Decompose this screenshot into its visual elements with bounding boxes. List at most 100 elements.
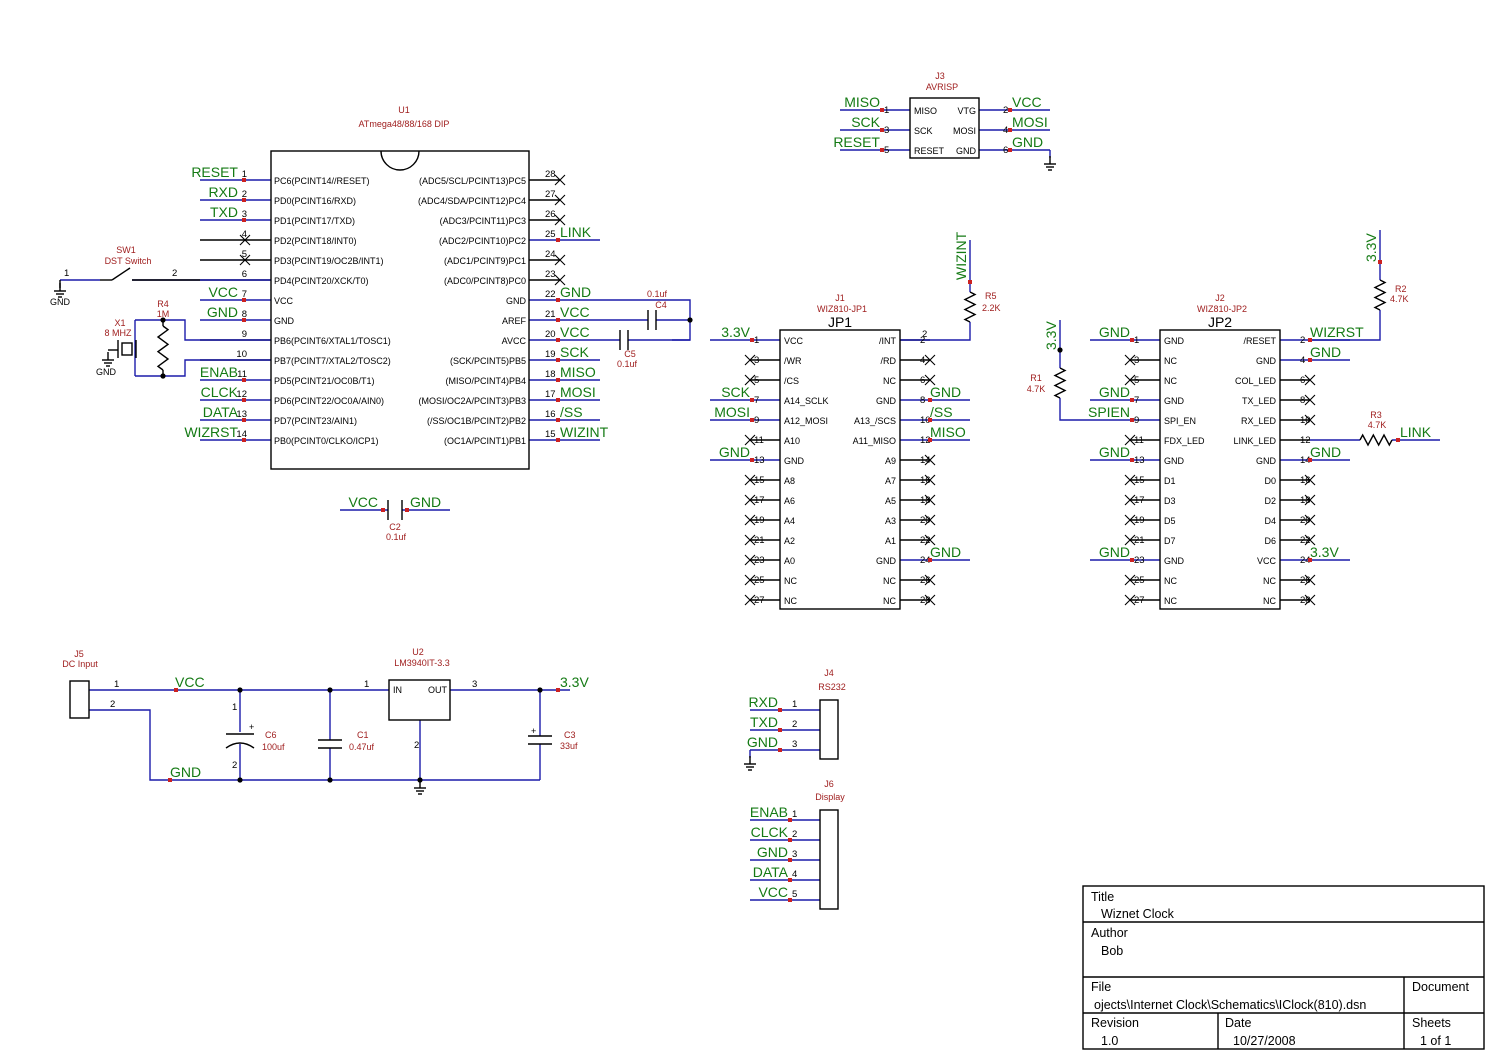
no-connect-mark bbox=[239, 234, 251, 246]
header-pin-name: NC bbox=[784, 596, 797, 606]
r5-icon bbox=[963, 291, 977, 323]
u2-pin2: 2 bbox=[414, 740, 419, 751]
r1-icon bbox=[1053, 367, 1067, 399]
header-pin-num: 23 bbox=[754, 555, 765, 566]
pin-pad bbox=[788, 898, 792, 902]
header-pin-name: GND bbox=[1164, 336, 1185, 346]
header-pin-name: D4 bbox=[1264, 516, 1276, 526]
no-connect-mark bbox=[1304, 494, 1316, 506]
c3-ref: C3 bbox=[564, 730, 576, 740]
u1-pin-num: 8 bbox=[242, 309, 247, 320]
pin-pad bbox=[556, 378, 560, 382]
j3-pin-name: VTG bbox=[957, 106, 976, 116]
u1-pin-name: (ADC2/PCINT10)PC2 bbox=[439, 236, 526, 246]
net-label: GND bbox=[930, 384, 961, 400]
pin-pad bbox=[880, 128, 884, 132]
header-pin-name: A5 bbox=[885, 496, 896, 506]
c4-value: 0.1uf bbox=[647, 289, 668, 299]
header-pin-num: 17 bbox=[1134, 495, 1145, 506]
no-connect-mark bbox=[554, 274, 566, 286]
net-label: VCC bbox=[208, 284, 238, 300]
header-pin-name: RX_LED bbox=[1241, 416, 1277, 426]
u1-pin-num: 14 bbox=[236, 429, 247, 440]
net-label: 3.3V bbox=[721, 324, 750, 340]
no-connect-mark bbox=[924, 534, 936, 546]
pin-pad bbox=[242, 198, 246, 202]
j3-pin-name: MOSI bbox=[953, 126, 976, 136]
j6-pin-num: 5 bbox=[792, 889, 797, 900]
no-connect-mark bbox=[924, 574, 936, 586]
net-label: RESET bbox=[191, 164, 238, 180]
u2-pin1: 1 bbox=[364, 679, 369, 690]
header-pin-name: /INT bbox=[879, 336, 897, 346]
pin-pad bbox=[928, 558, 932, 562]
date-label: Date bbox=[1225, 1016, 1251, 1030]
u1-pin-num: 9 bbox=[242, 329, 247, 340]
u1-pin-name: (ADC3/PCINT11)PC3 bbox=[440, 216, 526, 226]
header-pin-name: A13_/SCS bbox=[854, 416, 896, 426]
header-pin-num: 4 bbox=[920, 355, 925, 366]
pin-pad bbox=[778, 728, 782, 732]
no-connect-mark bbox=[744, 354, 756, 366]
c4-ref: C4 bbox=[655, 300, 667, 310]
j3-pin-name: MISO bbox=[914, 106, 937, 116]
pin-pad bbox=[968, 280, 972, 284]
pin-pad bbox=[556, 418, 560, 422]
pin-pad bbox=[750, 418, 754, 422]
net-label: GND bbox=[560, 284, 591, 300]
pin-pad bbox=[1130, 338, 1134, 342]
header-pin-num: 15 bbox=[754, 475, 765, 486]
c2-ref: C2 bbox=[389, 522, 401, 532]
header-pin-num: 14 bbox=[920, 455, 931, 466]
junction-dot bbox=[237, 777, 243, 783]
header-pin-name: /WR bbox=[784, 356, 802, 366]
pin-pad bbox=[1308, 558, 1312, 562]
pin-pad bbox=[750, 398, 754, 402]
header-pin-name: NC bbox=[1164, 576, 1177, 586]
no-connect-mark bbox=[744, 494, 756, 506]
header-pin-num: 1 bbox=[754, 335, 759, 346]
x1-gnd-label: GND bbox=[96, 367, 117, 377]
no-connect-mark bbox=[1304, 474, 1316, 486]
header-pin-num: 22 bbox=[920, 535, 931, 546]
header-pin-name: D5 bbox=[1164, 516, 1176, 526]
pin-pad bbox=[928, 438, 932, 442]
net-label: SPIEN bbox=[1088, 404, 1130, 420]
junction-dot bbox=[237, 687, 243, 693]
net-label: /SS bbox=[560, 404, 583, 420]
net-label: WIZRST bbox=[184, 424, 238, 440]
u1-pin-num: 17 bbox=[545, 389, 556, 400]
c3-value: 33uf bbox=[560, 741, 578, 751]
junction-dot bbox=[687, 317, 693, 323]
net-label: LINK bbox=[560, 224, 592, 240]
net-label: LINK bbox=[1400, 424, 1432, 440]
j3-ref: J3 bbox=[935, 71, 945, 81]
net-label: 3.3V bbox=[1310, 544, 1339, 560]
header-pin-num: 24 bbox=[920, 555, 931, 566]
header-pin-num: 1 bbox=[1134, 335, 1139, 346]
file-value: ojects\Internet Clock\Schematics\IClock(… bbox=[1094, 998, 1366, 1012]
u1-pin-name: (MOSI/OC2A/PCINT3)PB3 bbox=[418, 396, 526, 406]
no-connect-mark bbox=[1304, 374, 1316, 386]
no-connect-mark bbox=[1304, 574, 1316, 586]
junction-dot bbox=[327, 777, 333, 783]
header-pin-num: 22 bbox=[1300, 535, 1311, 546]
net-label: SCK bbox=[851, 114, 880, 130]
pin-pad bbox=[242, 298, 246, 302]
u1-pin-name: PD7(PCINT23/AIN1) bbox=[274, 416, 357, 426]
pin-pad bbox=[1130, 398, 1134, 402]
r2-value: 4.7K bbox=[1390, 294, 1409, 304]
j3-pin-num: 6 bbox=[1003, 145, 1008, 156]
header-pin-num: 10 bbox=[1300, 415, 1311, 426]
header-pin-name: A12_MOSI bbox=[784, 416, 828, 426]
j5-pin1: 1 bbox=[114, 679, 119, 690]
header-pin-num: 21 bbox=[754, 535, 765, 546]
header-pin-num: 14 bbox=[1300, 455, 1311, 466]
u1-pin-name: PB6(PCINT6/XTAL1/TOSC1) bbox=[274, 336, 391, 346]
net-label: CLCK bbox=[751, 824, 789, 840]
no-connect-mark bbox=[1304, 534, 1316, 546]
net-label: MISO bbox=[560, 364, 596, 380]
file-label: File bbox=[1091, 980, 1111, 994]
header-pin-name: NC bbox=[1263, 576, 1276, 586]
